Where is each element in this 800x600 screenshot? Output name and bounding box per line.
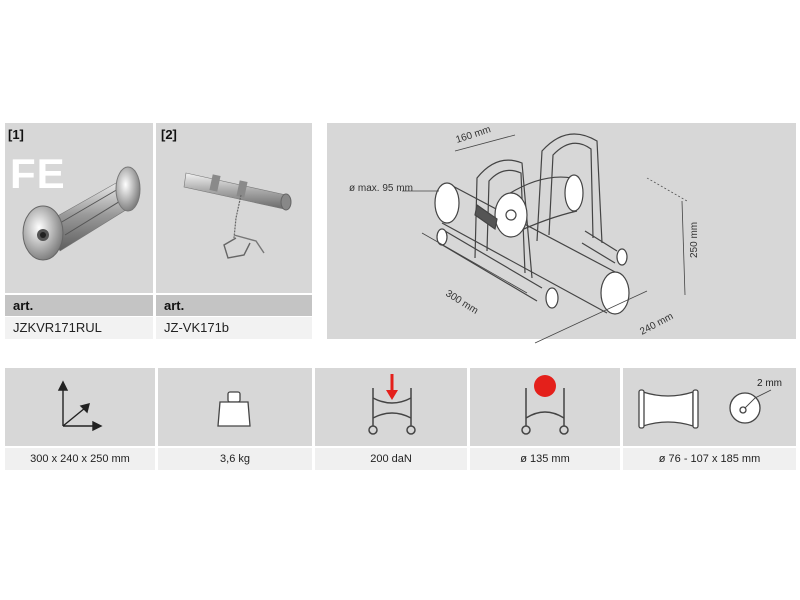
spec-cell-dimensions (5, 368, 155, 446)
spec-label-weight: 3,6 kg (158, 448, 312, 470)
axle-bolt-product-image (183, 172, 292, 259)
product-1-tag: [1] (8, 127, 24, 142)
product-2-tag: [2] (161, 127, 177, 142)
product-1-art-label: art. (5, 295, 153, 316)
spec-label-load: 200 daN (315, 448, 467, 470)
product-2-code: JZ-VK171b (156, 317, 312, 339)
product-2-art-label: art. (156, 295, 312, 316)
dim-240-label: 240 mm (638, 311, 675, 338)
cable-roller-product-image (22, 166, 141, 261)
dimensions-axes-icon (57, 380, 103, 432)
dim-250-label: 250 mm (689, 222, 700, 258)
product-1-code: JZKVR171RUL (5, 317, 153, 339)
roller-thickness-note: 2 mm (757, 378, 782, 389)
technical-drawing: 160 mm ø max. 95 mm 250 mm 300 mm 240 mm (349, 124, 700, 344)
dim-300-label: 300 mm (443, 288, 479, 316)
roller-size-icon (638, 389, 772, 429)
dim-max95-label: ø max. 95 mm (349, 183, 413, 194)
weight-icon (217, 391, 251, 427)
technical-drawing-panel (327, 123, 796, 339)
spec-label-dimensions: 300 x 240 x 250 mm (5, 448, 155, 470)
cable-diameter-roller-icon (521, 375, 569, 435)
spec-label-cable-diameter: ø 135 mm (470, 448, 620, 470)
fe-badge: FE (10, 150, 66, 197)
load-arrow-roller-icon (368, 374, 416, 435)
spec-label-roller-size: ø 76 - 107 x 185 mm (623, 448, 796, 470)
